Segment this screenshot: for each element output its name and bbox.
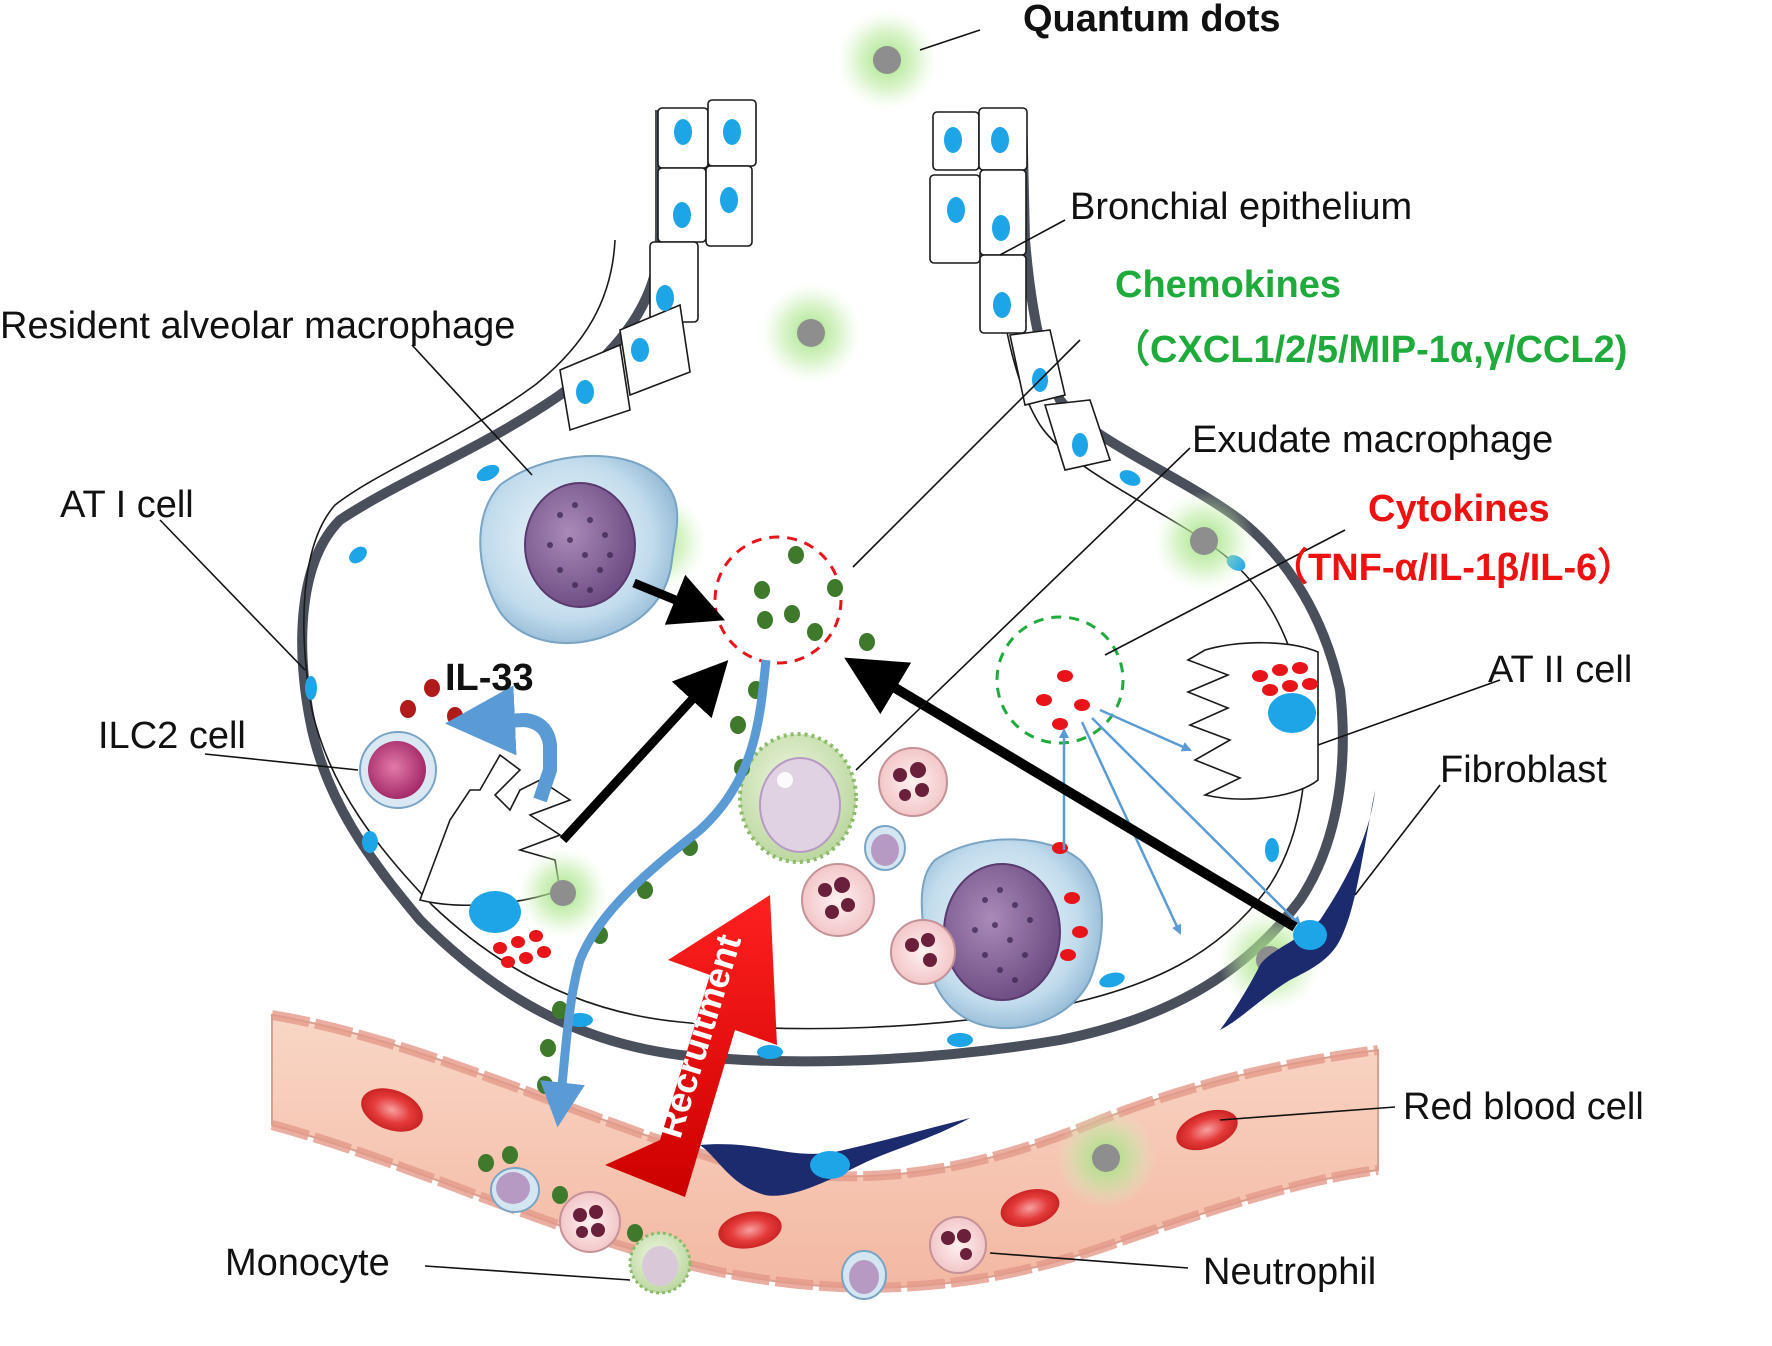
label-chemokines-list: （CXCL1/2/5/MIP-1α,γ/CCL2) — [1112, 329, 1627, 371]
fibroblast-nucleus — [810, 1151, 850, 1179]
fibroblast-icon — [1220, 790, 1375, 1030]
label-at2-cell: AT II cell — [1488, 649, 1632, 691]
macrophage-icon — [479, 454, 679, 644]
neutrophil-icon — [878, 747, 948, 817]
chemokine-cluster — [713, 535, 875, 665]
bronchial-epithelium-left — [559, 99, 757, 432]
at2-cell-right — [1185, 641, 1319, 800]
monocyte-icon — [628, 1231, 692, 1295]
cytokine-cluster — [995, 615, 1125, 745]
bronchial-epithelium-right — [929, 107, 1112, 471]
vessel-cells — [490, 1167, 987, 1300]
label-bronchial-epithelium: Bronchial epithelium — [1070, 186, 1412, 228]
monocyte-icon — [841, 1250, 887, 1300]
label-fibroblast: Fibroblast — [1440, 749, 1607, 791]
chemokine-path-arrow — [540, 659, 771, 1128]
quantum-dot-icon — [1154, 491, 1254, 591]
black-arrows — [559, 574, 1298, 932]
alveolar-neutrophils — [801, 747, 956, 985]
exudate-macrophage-icon — [738, 732, 858, 864]
leader-lines — [159, 29, 1501, 1281]
label-exudate-macrophage: Exudate macrophage — [1192, 419, 1553, 461]
red-blood-cell-icon — [361, 1088, 423, 1132]
red-blood-cell-icon — [718, 1211, 782, 1249]
neutrophil-icon — [890, 919, 956, 985]
monocyte-icon — [864, 825, 906, 871]
quantum-dot-icon — [761, 283, 861, 383]
label-monocyte: Monocyte — [225, 1242, 390, 1284]
label-il33: IL-33 — [445, 657, 534, 699]
label-neutrophil: Neutrophil — [1203, 1251, 1376, 1293]
ilc2-cell-icon — [359, 731, 437, 809]
blood-vessel — [270, 1010, 1379, 1293]
label-ilc2-cell: ILC2 cell — [98, 715, 246, 757]
neutrophil-icon — [801, 863, 875, 937]
fibroblast-nucleus — [1293, 920, 1327, 950]
labels: Quantum dots Bronchial epithelium Chemok… — [0, 0, 1644, 1293]
quantum-dot-icon — [837, 10, 937, 110]
label-at1-cell: AT I cell — [60, 484, 194, 526]
label-quantum-dots: Quantum dots — [1023, 0, 1281, 40]
macrophage-icon — [920, 838, 1103, 1030]
neutrophil-icon — [559, 1191, 621, 1253]
label-resident-macrophage: Resident alveolar macrophage — [0, 305, 515, 347]
label-chemokines: Chemokines — [1115, 264, 1341, 306]
label-red-blood-cell: Red blood cell — [1403, 1086, 1644, 1128]
bronchial-nuclei-left — [576, 119, 741, 404]
il33-arrow — [445, 685, 557, 803]
quantum-dot-icon — [1056, 1108, 1156, 1208]
neutrophil-icon — [929, 1216, 987, 1274]
quantum-dot-icon — [518, 848, 608, 938]
red-blood-cells — [361, 1088, 1238, 1249]
at1-nuclei — [305, 464, 1279, 1059]
label-cytokines: Cytokines — [1368, 488, 1550, 530]
monocyte-icon — [490, 1167, 540, 1213]
red-blood-cell-icon — [1000, 1188, 1060, 1228]
label-cytokines-list: （TNF-α/IL-1β/IL-6） — [1270, 547, 1635, 589]
